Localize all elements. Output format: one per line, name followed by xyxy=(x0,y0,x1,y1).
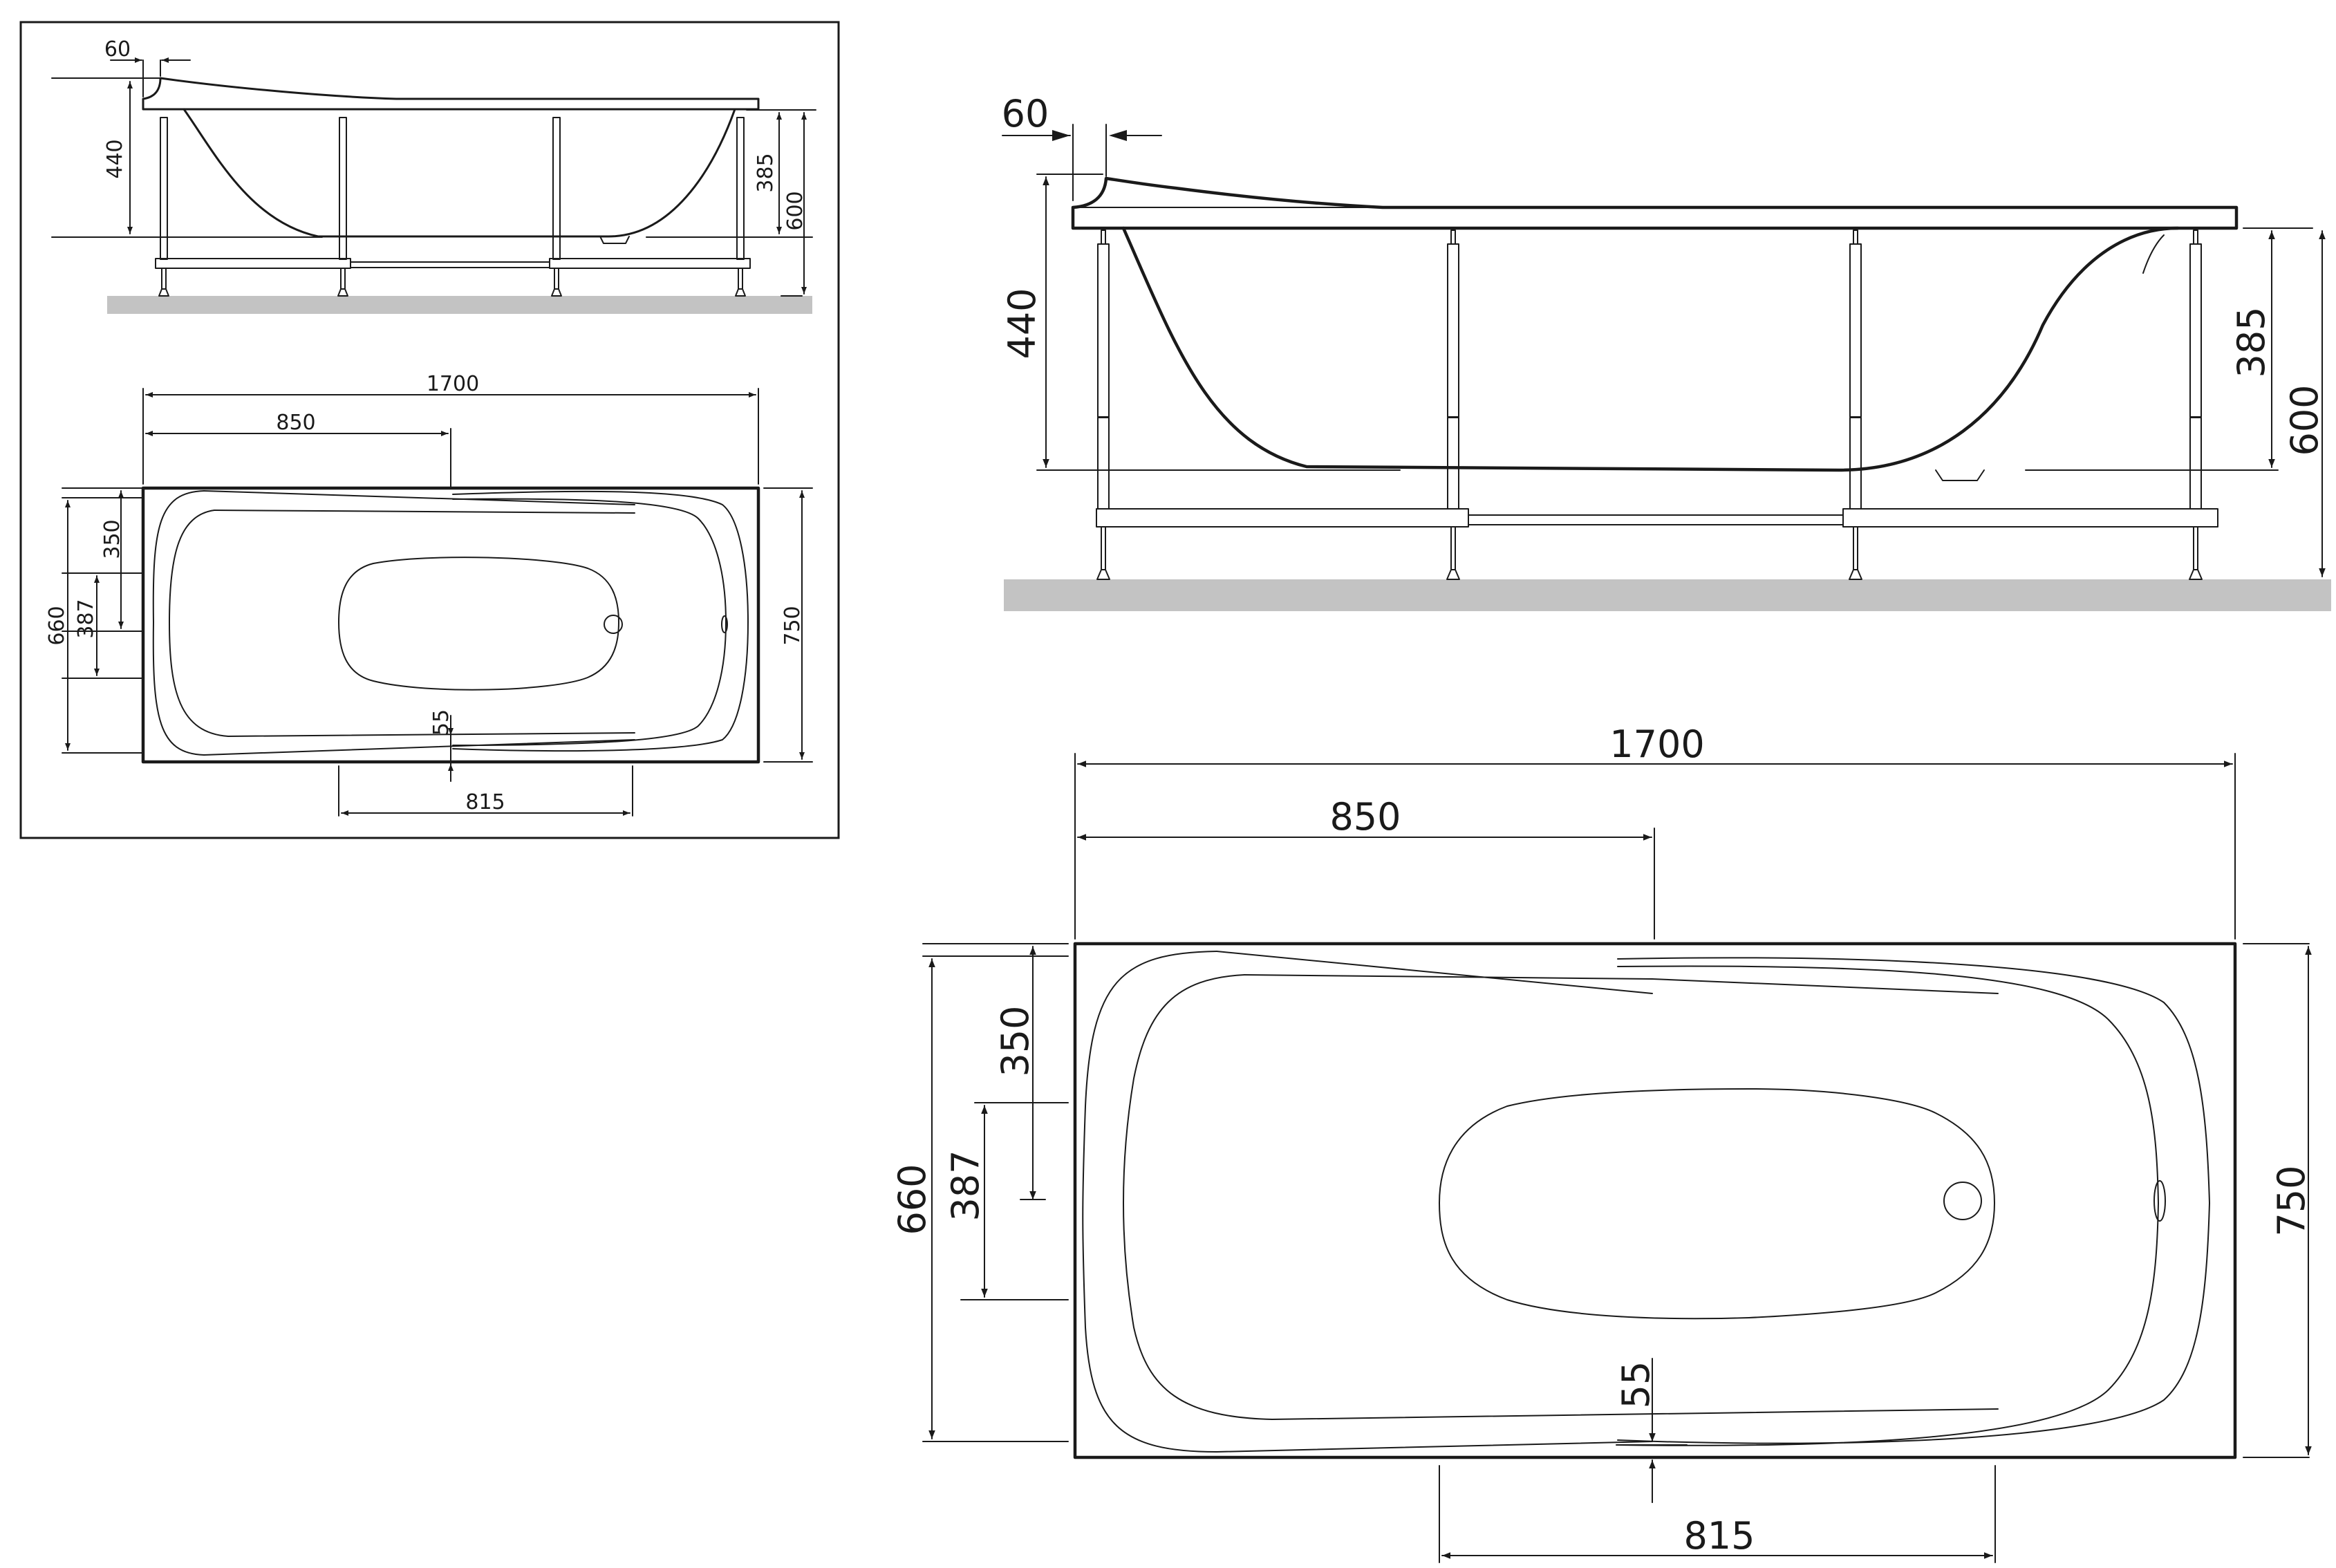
overview-dim-600: 600 xyxy=(783,191,807,230)
detail-dim-750: 750 xyxy=(2270,1165,2313,1236)
overview-frame xyxy=(19,21,840,839)
detail-dim-850: 850 xyxy=(1329,795,1401,839)
overview-dim-55: 55 xyxy=(429,709,454,736)
detail-dim-1700: 1700 xyxy=(1609,722,1704,766)
overview-dim-60: 60 xyxy=(104,37,131,62)
detail-dim-660: 660 xyxy=(890,1164,934,1235)
detail-dim-600: 600 xyxy=(2283,384,2326,456)
detail-dim-815: 815 xyxy=(1683,1514,1755,1558)
overview-dim-750: 750 xyxy=(781,606,805,645)
detail-dim-387: 387 xyxy=(944,1150,987,1221)
detail-dim-350: 350 xyxy=(993,1005,1037,1076)
overview-dim-660: 660 xyxy=(45,606,69,645)
detail-dim-60: 60 xyxy=(1002,92,1049,136)
overview-top-view: 1700 850 815 660 350 387 750 55 xyxy=(45,372,813,816)
overview-dim-387: 387 xyxy=(74,599,98,638)
detail-dim-385: 385 xyxy=(2230,306,2273,377)
floor xyxy=(107,296,812,314)
overview-panel: 60 440 385 600 xyxy=(19,21,840,839)
detail-dim-55: 55 xyxy=(1614,1361,1658,1409)
overview-dim-350: 350 xyxy=(100,519,124,559)
overview-dim-440: 440 xyxy=(103,139,127,178)
overview-dim-385: 385 xyxy=(754,153,778,192)
tub-outline xyxy=(1073,942,2237,1459)
overview-dim-1700: 1700 xyxy=(427,372,479,396)
overflow-icon xyxy=(2153,1180,2166,1222)
floor xyxy=(1004,579,2331,611)
detail-side-view: 60 440 385 600 xyxy=(1000,92,2331,611)
overview-dim-850: 850 xyxy=(276,411,315,435)
overview-side-view: 60 440 385 600 xyxy=(51,37,816,314)
detail-top-view: 1700 850 815 660 350 387 750 55 xyxy=(890,722,2313,1563)
drain-icon xyxy=(1943,1182,1982,1220)
detail-dim-440: 440 xyxy=(1000,288,1044,359)
overview-dim-815: 815 xyxy=(465,790,505,814)
